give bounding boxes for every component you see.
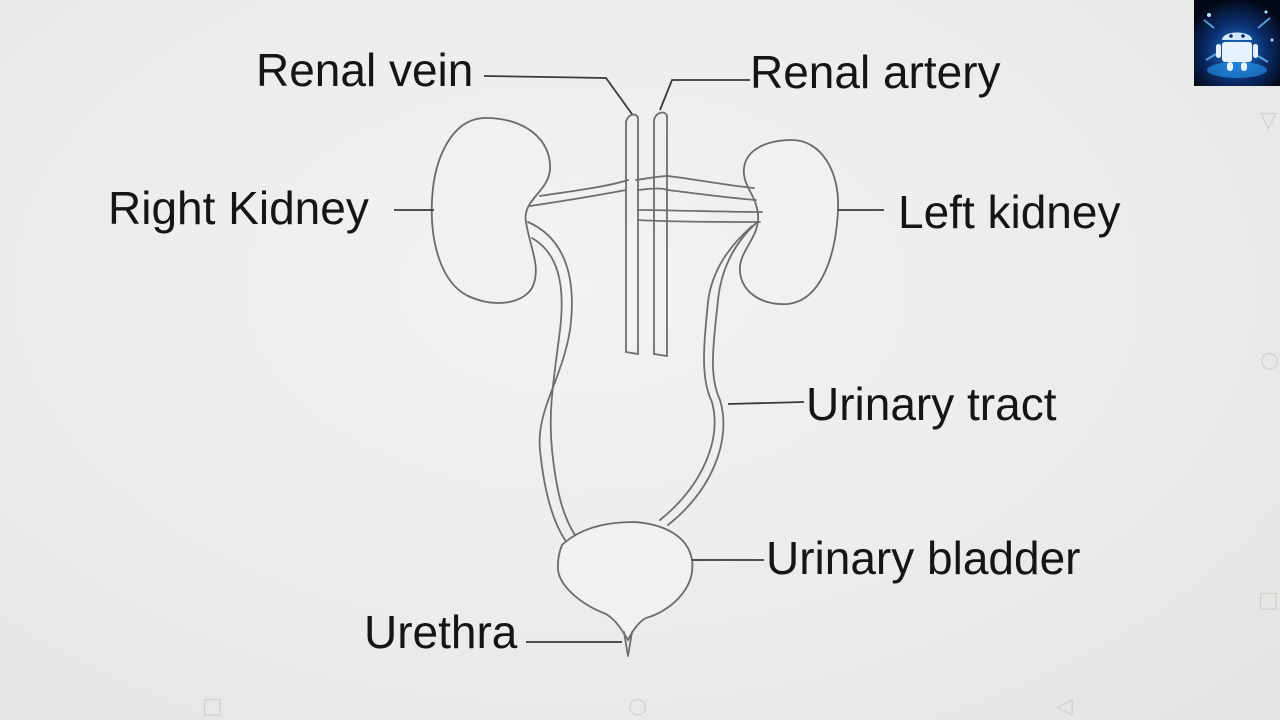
renal-vein-leader [483, 75, 633, 115]
home-circle-icon[interactable]: ○ [1260, 348, 1280, 373]
urinary-bladder [557, 521, 694, 642]
urinary-tract [527, 217, 763, 541]
urethra [623, 631, 633, 657]
back-triangle-icon[interactable]: ◁ [1056, 694, 1073, 719]
label-right-kidney: Right Kidney [108, 182, 369, 234]
label-urethra: Urethra [364, 606, 518, 658]
recents-square-icon[interactable]: □ [1258, 588, 1279, 613]
renal-vein-vessel [625, 113, 639, 355]
label-left-kidney: Left kidney [898, 186, 1120, 238]
renal-artery-vessel [653, 111, 668, 357]
label-urinary-bladder: Urinary bladder [766, 532, 1080, 584]
label-urinary-tract: Urinary tract [806, 378, 1057, 430]
recents-square-icon[interactable]: □ [202, 694, 223, 719]
leader-lines [394, 75, 884, 643]
left-kidney [739, 139, 839, 305]
right-kidney [430, 117, 551, 304]
renal-artery-leader [659, 79, 750, 111]
urinary-tract-leader [727, 401, 805, 405]
home-circle-icon[interactable]: ○ [628, 694, 648, 719]
android-robot-icon [1194, 0, 1280, 86]
renal-branches [529, 175, 763, 223]
label-renal-artery: Renal artery [750, 46, 1001, 98]
label-renal-vein: Renal vein [256, 44, 473, 96]
back-triangle-icon[interactable]: ▽ [1260, 108, 1277, 133]
